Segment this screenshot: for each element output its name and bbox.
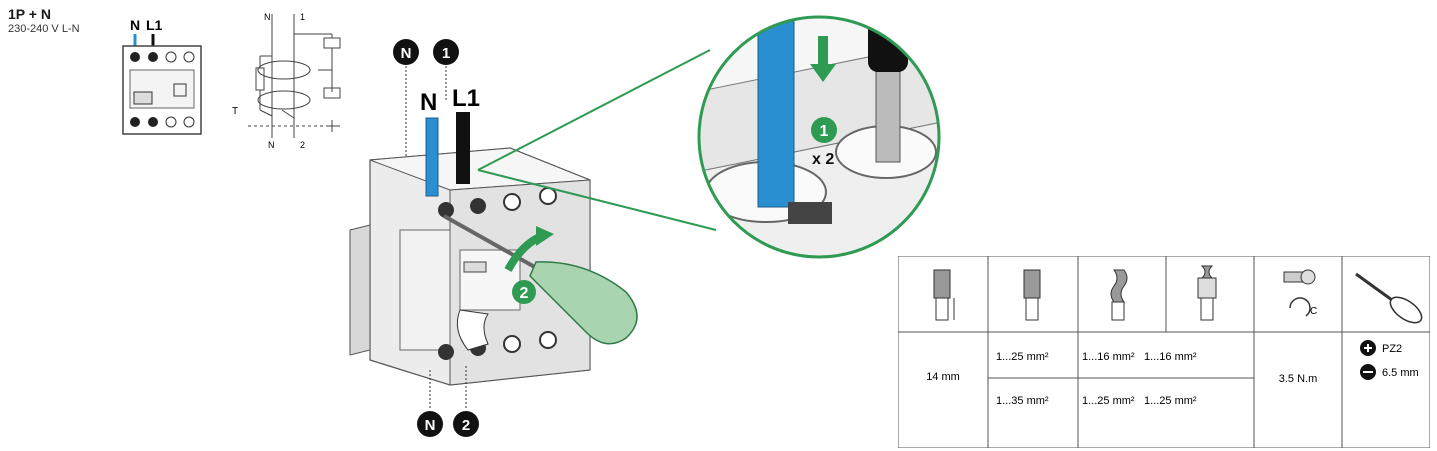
flat-blade-icon <box>1360 364 1376 380</box>
svg-text:2: 2 <box>462 417 470 434</box>
callout-bottom-n <box>417 411 443 437</box>
ferrule-conductor-icon <box>1197 265 1217 321</box>
torque-icon: C <box>1283 269 1317 317</box>
tool-flat: 6.5 mm <box>1382 367 1419 379</box>
schematic-n-bottom: N <box>268 140 275 150</box>
schematic-2-bottom: 2 <box>300 140 305 150</box>
callout-top-1 <box>433 39 459 65</box>
schematic-test-label: T <box>232 106 238 117</box>
wiring-schematic: N 1 T N 2 <box>232 12 341 150</box>
torque-icon-letter: C <box>1310 306 1317 317</box>
pozidriv-icon <box>1360 340 1376 356</box>
svg-text:N: N <box>401 45 412 62</box>
tool-pozidriv: PZ2 <box>1382 343 1402 355</box>
svg-text:1: 1 <box>442 45 450 62</box>
rigid-size-2: 1...16 mm² <box>1082 351 1135 363</box>
module-front-icon: N L1 <box>122 17 202 135</box>
config-title: 1P + N <box>8 6 51 22</box>
module-l1-label: L1 <box>146 17 163 33</box>
config-voltage: 230-240 V L-N <box>8 23 80 35</box>
callout-top-n <box>393 39 419 65</box>
zoom-detail: 1 x 2 <box>697 15 941 259</box>
flexible-size-2: 1...25 mm² <box>1082 395 1135 407</box>
svg-text:1: 1 <box>820 123 829 140</box>
wire-n-label: N <box>420 89 437 116</box>
callout-bottom-2 <box>453 411 479 437</box>
rigid-size-1: 1...25 mm² <box>996 351 1049 363</box>
rigid-conductor-icon <box>1023 269 1041 321</box>
device-illustration: N 1 N L1 2 N 2 <box>349 39 717 437</box>
step-2-badge <box>512 280 536 304</box>
svg-text:2: 2 <box>520 285 529 302</box>
flexible-size-1: 1...35 mm² <box>996 395 1049 407</box>
rigid-size-3: 1...16 mm² <box>1144 351 1197 363</box>
schematic-1-top: 1 <box>300 12 305 22</box>
repeat-label: x 2 <box>812 151 834 168</box>
module-n-label: N <box>130 17 140 33</box>
schematic-n-top: N <box>264 12 271 22</box>
strip-length-icon <box>933 269 955 321</box>
svg-text:N: N <box>425 417 436 434</box>
screwdriver-icon <box>1355 272 1423 324</box>
wire-l1-label: L1 <box>452 85 480 112</box>
flexible-conductor-icon <box>1110 269 1128 321</box>
spec-table: C 14 mm 1...25 mm² 1...16 mm² 1...16 mm²… <box>898 256 1430 448</box>
strip-length: 14 mm <box>926 371 960 383</box>
torque-value: 3.5 N.m <box>1279 373 1318 385</box>
flexible-size-3: 1...25 mm² <box>1144 395 1197 407</box>
step-1-badge <box>811 117 837 143</box>
